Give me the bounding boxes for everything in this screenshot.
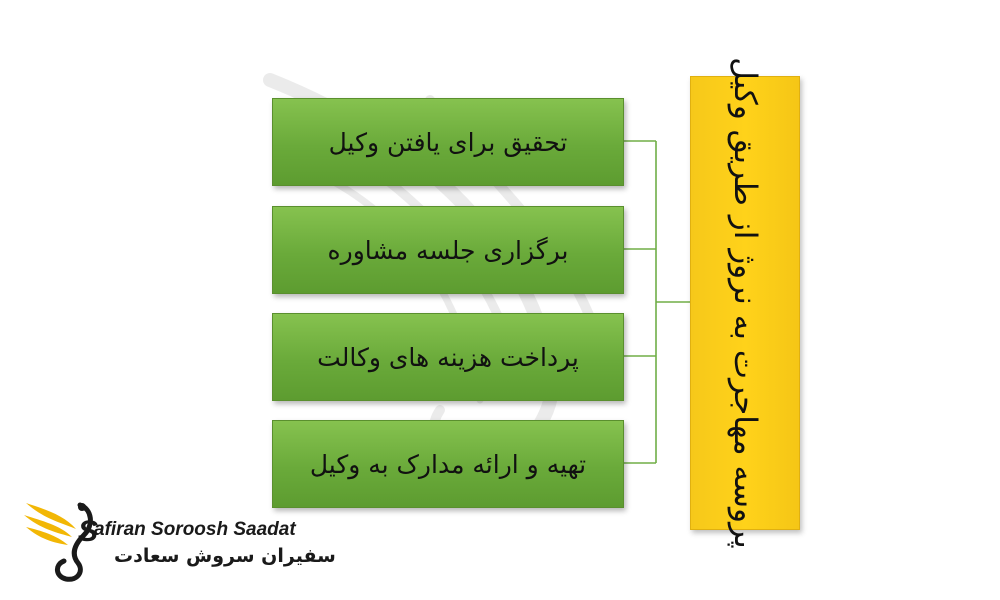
step-label: تهیه و ارائه مدارک به وکیل [309,449,587,479]
step-label: پرداخت هزینه های وکالت [317,342,579,372]
step-box-payment: پرداخت هزینه های وکالت [272,313,624,401]
main-process-box: پروسه مهاجرت به نروژ از طریق وکیل [690,57,800,549]
step-label: تحقیق برای یافتن وکیل [328,127,568,157]
logo-persian-name: سفیران سروش سعادت [114,545,336,567]
main-process-title: پروسه مهاجرت به نروژ از طریق وکیل [727,57,763,549]
step-box-consultation: برگزاری جلسه مشاوره [272,206,624,294]
logo-english-text: afiran Soroosh Saadat [94,519,296,540]
step-label: برگزاری جلسه مشاوره [327,235,569,265]
step-box-documents: تهیه و ارائه مدارک به وکیل [272,420,624,508]
step-box-research: تحقیق برای یافتن وکیل [272,98,624,186]
swan-wing-logo-icon [24,502,93,582]
logo-initial: S [78,515,99,548]
